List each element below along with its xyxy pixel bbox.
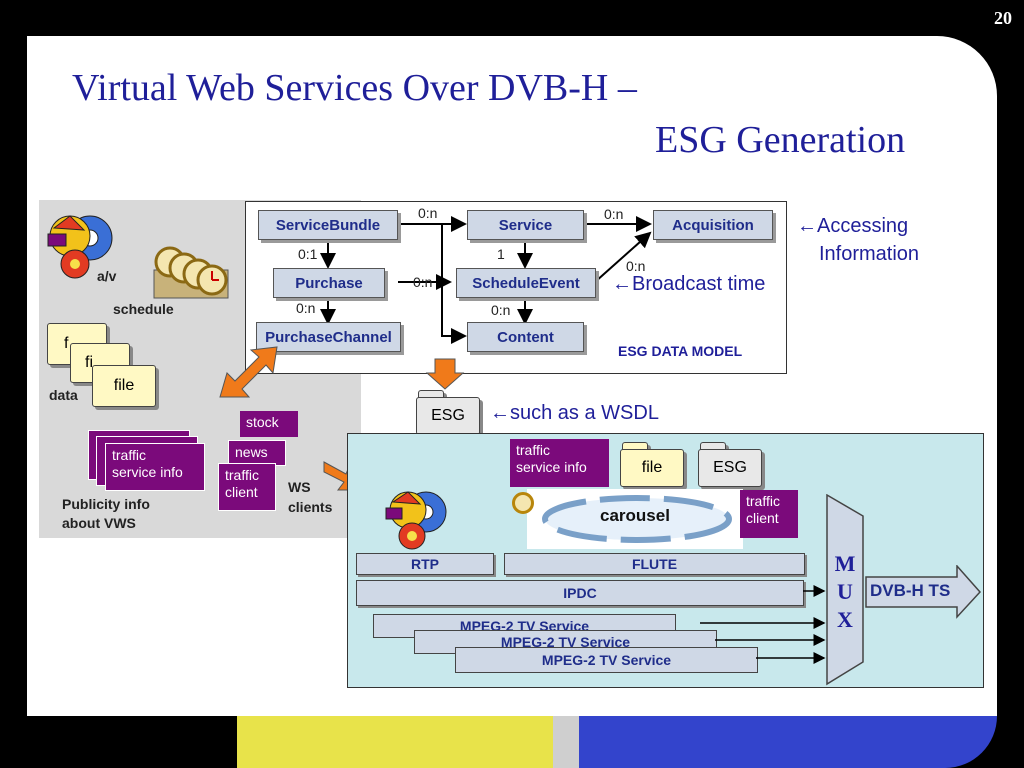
purchase-box: Purchase xyxy=(273,268,385,298)
av-label: a/v xyxy=(97,268,117,284)
card-sb-purchase: 0:1 xyxy=(298,246,318,262)
data-folder-3-label: file xyxy=(113,377,135,394)
broadcast-traffic-client-card: traffic client xyxy=(740,490,798,538)
slide-number: 20 xyxy=(994,8,1012,28)
orange-down-arrow-icon xyxy=(425,358,465,390)
esg-folder-2-tab xyxy=(700,442,726,451)
ipdc-layer: IPDC xyxy=(356,580,804,606)
mux-block xyxy=(826,494,864,686)
esg-folder: ESG xyxy=(416,397,480,435)
broadcast-av-icon xyxy=(385,491,447,550)
esg-folder-label: ESG xyxy=(431,407,465,424)
mux-label: M U X xyxy=(834,550,856,634)
data-folder-2-label: fi xyxy=(85,354,93,371)
ws-clients-label-1: WS xyxy=(288,479,311,495)
carousel-loop-icon xyxy=(542,495,732,543)
schedule-label: schedule xyxy=(113,301,174,317)
broadcast-annotation: ←Broadcast time xyxy=(612,273,766,295)
card-service-acq: 0:n xyxy=(604,206,624,222)
card-se-acq: 0:n xyxy=(626,258,646,274)
mux-letter-m: M xyxy=(834,551,856,576)
esg-folder-2-label: ESG xyxy=(713,459,747,476)
service-bundle-box: ServiceBundle xyxy=(258,210,398,240)
esg-folder-tab xyxy=(418,390,444,399)
esg-model-connectors xyxy=(320,216,652,344)
accessing-annotation-2: Information xyxy=(819,243,920,265)
content-box: Content xyxy=(467,322,584,352)
esg-folder-2: ESG xyxy=(698,449,762,487)
stock-client-card: stock xyxy=(240,411,298,437)
esg-data-model-label: ESG DATA MODEL xyxy=(618,343,743,359)
file-folder-tab xyxy=(622,442,648,451)
card-se-content: 0:n xyxy=(491,302,511,318)
schedule-clock-icon xyxy=(153,246,229,299)
schedule-event-box: ScheduleEvent xyxy=(456,268,596,298)
news-client-card: news xyxy=(228,440,286,466)
data-folder-1-label: f xyxy=(64,335,69,352)
footer-blue-band xyxy=(579,716,997,768)
footer-grey-band xyxy=(553,716,579,768)
title-line-2: ESG Generation xyxy=(655,119,906,161)
av-media-icon xyxy=(47,215,113,279)
traffic-service-info-card: traffic service info xyxy=(105,443,205,491)
ws-clients-label-2: clients xyxy=(288,499,333,515)
wsdl-annotation: ←such as a WSDL xyxy=(490,402,659,424)
publicity-label-2: about VWS xyxy=(62,515,136,531)
data-folder-3: file xyxy=(92,365,156,407)
carousel-label: carousel xyxy=(600,506,670,525)
title-line-1: Virtual Web Services Over DVB-H – xyxy=(72,67,637,109)
data-label: data xyxy=(49,387,78,403)
mux-letter-u: U xyxy=(837,579,853,604)
purchase-channel-box: PurchaseChannel xyxy=(256,322,401,352)
card-service-se: 1 xyxy=(497,246,505,262)
mpeg-service-3: MPEG-2 TV Service xyxy=(455,647,758,673)
file-folder-label: file xyxy=(641,459,663,476)
broadcast-clock-icon xyxy=(512,492,534,514)
accessing-annotation-1: ←Accessing xyxy=(797,215,909,237)
publicity-label-1: Publicity info xyxy=(62,496,150,512)
file-folder: file xyxy=(620,449,684,487)
orange-double-arrow-icon xyxy=(219,346,278,398)
rtp-layer: RTP xyxy=(356,553,494,575)
flute-layer: FLUTE xyxy=(504,553,805,575)
traffic-client-card: traffic client xyxy=(218,463,276,511)
mux-letter-x: X xyxy=(837,607,853,632)
card-purchase-se: 0:n xyxy=(413,274,433,290)
dvbh-output-arrow xyxy=(865,565,982,619)
footer-yellow-band xyxy=(237,716,553,768)
service-box: Service xyxy=(467,210,584,240)
card-purchase-pc: 0:n xyxy=(296,300,316,316)
card-sb-service: 0:n xyxy=(418,205,438,221)
broadcast-traffic-info-card: traffic service info xyxy=(510,439,609,487)
dvbh-ts-label: DVB-H TS xyxy=(870,581,951,600)
mux-arrows xyxy=(700,585,826,664)
acquisition-box: Acquisition xyxy=(653,210,773,240)
